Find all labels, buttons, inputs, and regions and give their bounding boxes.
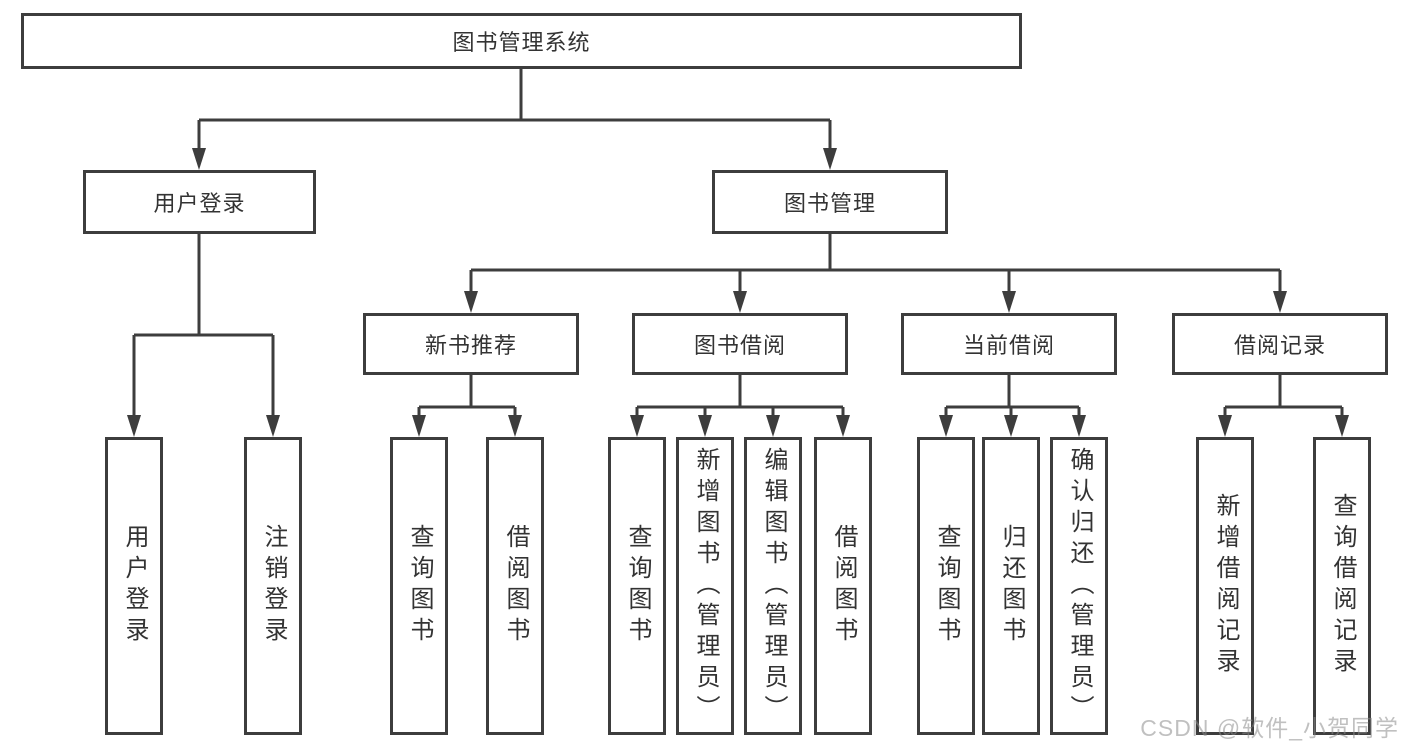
leaf-nb-borrow-books-label: 借阅图书 [502, 524, 529, 648]
leaf-user-login-label: 用户登录 [121, 524, 148, 648]
node-book-borrowing: 图书借阅 [632, 313, 848, 375]
leaf-logout-label: 注销登录 [260, 524, 287, 648]
leaf-bb-edit-books-admin: 编辑图书（管理员） [744, 437, 802, 735]
leaf-bb-query-books: 查询图书 [608, 437, 666, 735]
node-current-borrowing: 当前借阅 [901, 313, 1117, 375]
leaf-bb-add-books-admin: 新增图书（管理员） [676, 437, 734, 735]
leaf-nb-query-books: 查询图书 [390, 437, 448, 735]
leaf-user-login: 用户登录 [105, 437, 163, 735]
leaf-bb-borrow-books: 借阅图书 [814, 437, 872, 735]
leaf-rec-add-borrow-record-label: 新增借阅记录 [1212, 493, 1239, 679]
leaf-bb-query-books-label: 查询图书 [624, 524, 651, 648]
leaf-logout: 注销登录 [244, 437, 302, 735]
leaf-bb-add-books-admin-label: 新增图书（管理员） [692, 446, 719, 726]
node-borrowing-records: 借阅记录 [1172, 313, 1388, 375]
leaf-rec-add-borrow-record: 新增借阅记录 [1196, 437, 1254, 735]
leaf-rec-query-borrow-record: 查询借阅记录 [1313, 437, 1371, 735]
leaf-bb-borrow-books-label: 借阅图书 [830, 524, 857, 648]
leaf-cb-confirm-return-admin: 确认归还（管理员） [1050, 437, 1108, 735]
leaf-cb-return-books-label: 归还图书 [998, 524, 1025, 648]
node-user-login: 用户登录 [83, 170, 316, 234]
leaf-rec-query-borrow-record-label: 查询借阅记录 [1329, 493, 1356, 679]
leaf-cb-confirm-return-admin-label: 确认归还（管理员） [1066, 446, 1093, 726]
leaf-cb-query-books-label: 查询图书 [933, 524, 960, 648]
node-new-book-recommendation: 新书推荐 [363, 313, 579, 375]
node-book-management: 图书管理 [712, 170, 948, 234]
leaf-cb-return-books: 归还图书 [982, 437, 1040, 735]
node-library-management-system: 图书管理系统 [21, 13, 1022, 69]
leaf-cb-query-books: 查询图书 [917, 437, 975, 735]
leaf-nb-query-books-label: 查询图书 [406, 524, 433, 648]
leaf-nb-borrow-books: 借阅图书 [486, 437, 544, 735]
leaf-bb-edit-books-admin-label: 编辑图书（管理员） [760, 446, 787, 726]
csdn-watermark: CSDN @软件_小贺同学 [1140, 715, 1399, 741]
